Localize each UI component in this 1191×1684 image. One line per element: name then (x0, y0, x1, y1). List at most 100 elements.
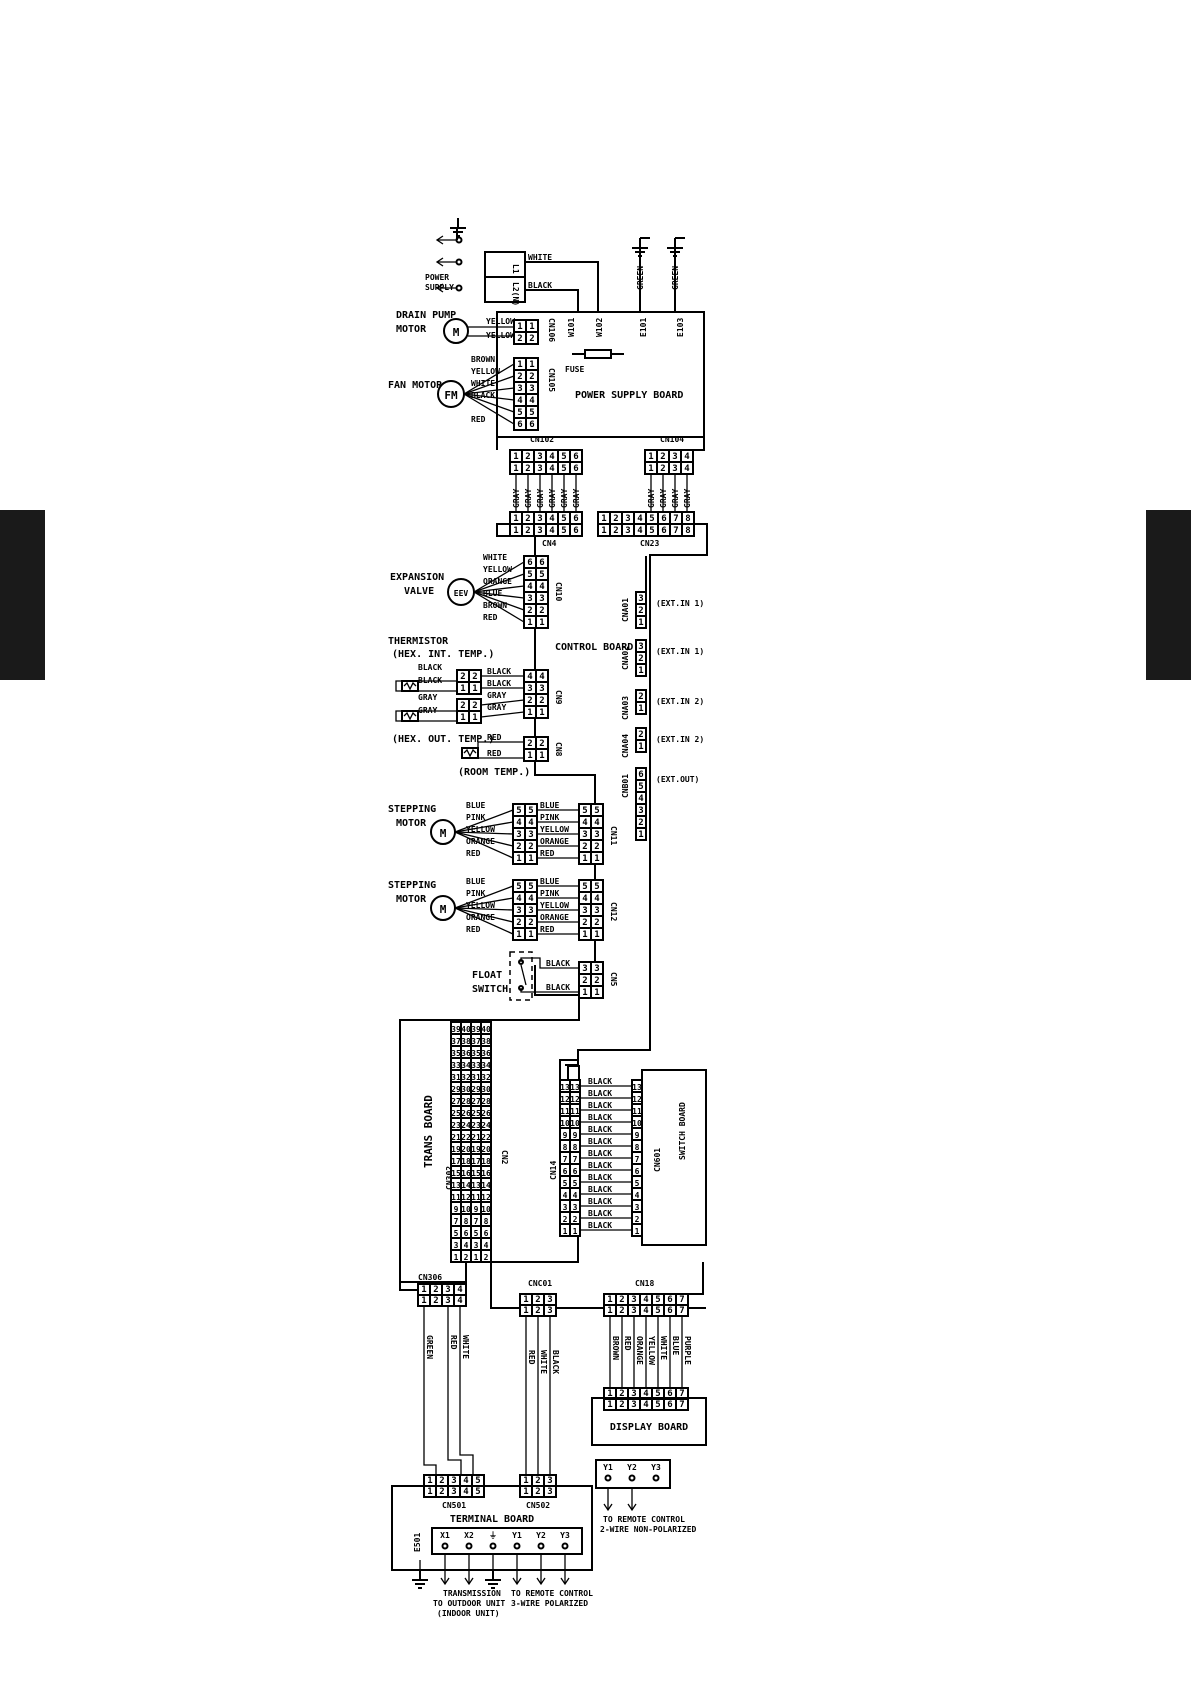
cn4-pin-label: 6 (573, 514, 578, 524)
cn302-pin-label: 38 (461, 1037, 471, 1046)
cnc01-pin-label: 3 (547, 1306, 552, 1316)
cn14-pin-label: 6 (573, 1167, 578, 1176)
cn14-pin-label: 5 (573, 1179, 578, 1188)
cn12-wire (454, 907, 514, 935)
terminal-l2-label: L2(N) (511, 282, 520, 306)
cn18-pin-label: 4 (643, 1306, 649, 1316)
wire-color-label: BLACK (588, 1077, 612, 1086)
cn2-pin-label: 30 (481, 1085, 491, 1094)
stepping-motor-symbol: M (440, 903, 447, 916)
wire-color-label: BLACK (588, 1197, 612, 1206)
cn302-pin-label: 40 (461, 1025, 471, 1034)
display-plug-pin-label: 6 (667, 1400, 672, 1410)
cn306-wire (423, 1306, 437, 1475)
cn2-pin-label: 6 (484, 1229, 489, 1238)
cn2-pin-label: 29 (471, 1085, 481, 1094)
cn23-pin-label: 1 (601, 526, 606, 536)
cn302-pin-label: 3 (454, 1241, 459, 1250)
connector-cn302: CN302 (445, 1166, 454, 1190)
connector-cn12: CN12 (609, 902, 618, 921)
cn302-pin-label: 29 (451, 1085, 461, 1094)
earth-color-label: GREEN (636, 266, 645, 290)
cn14-pin-label: 2 (563, 1215, 568, 1224)
cn2-pin-label: 12 (481, 1193, 491, 1202)
supply-arrow-head (435, 235, 444, 245)
cn14-pin-label: 5 (563, 1179, 568, 1188)
cn5-pin-cell (590, 985, 604, 999)
wire-color-label: ORANGE (540, 837, 569, 846)
cn11-plug-pin-label: 5 (528, 806, 533, 816)
cn10-pin-label: 6 (527, 558, 532, 568)
cn501-pin-label: 4 (463, 1487, 469, 1497)
cn4-pin-label: 1 (513, 514, 518, 524)
cn11-conn-pin-label: 1 (582, 854, 587, 864)
cn102-pin-label: 5 (561, 464, 566, 474)
cn105-pin-label: 1 (529, 360, 534, 370)
cn14-pin-label: 4 (563, 1191, 568, 1200)
cn14-pin-label: 6 (563, 1167, 568, 1176)
ext-conn-pin-label: 3 (638, 594, 643, 604)
cn501-pin-label: 4 (463, 1476, 469, 1486)
cn2-pin-label: 32 (481, 1073, 491, 1082)
thermistor-out-label: (HEX. OUT. TEMP.) (392, 734, 494, 745)
connector-cn102: CN102 (530, 435, 554, 444)
cn14-pin-label: 12 (560, 1095, 570, 1104)
wire-color-label: GRAY (572, 489, 581, 508)
cn4-pin-label: 5 (561, 514, 566, 524)
wire-color-label: GRAY (560, 489, 569, 508)
wire-color-label: RED (527, 1350, 536, 1365)
thermistor-label: THERMISTOR (388, 636, 449, 647)
cn105-pin-label: 6 (517, 420, 522, 430)
thermistor-plug-pin-label: 2 (460, 672, 465, 682)
board-link (693, 437, 705, 451)
remote-3wire-label: 3-WIRE POLARIZED (511, 1599, 588, 1608)
fan-wire (463, 363, 515, 395)
terminal-arrow-head (512, 1577, 522, 1586)
wire-color-label: RED (483, 613, 498, 622)
cn10-pin-label: 5 (527, 570, 532, 580)
cn104-pin-label: 1 (648, 464, 653, 474)
wire-color-label: WHITE (471, 379, 495, 388)
cn2-pin-label: 25 (471, 1109, 481, 1118)
eev-symbol: EEV (454, 589, 469, 598)
cn302-pin-label: 16 (461, 1169, 471, 1178)
black-supply-wire (525, 289, 579, 312)
display-board-label: DISPLAY BOARD (610, 1422, 688, 1433)
cn4-pin-label: 2 (525, 514, 530, 524)
cn9-wire (480, 711, 525, 718)
wire-color-label: RED (623, 1336, 632, 1351)
pin-e103: E103 (676, 318, 685, 337)
power-supply-label: POWER (425, 273, 449, 282)
cn9-wire (480, 699, 525, 706)
pin-w101: W101 (567, 318, 576, 337)
wire-color-label: PURPLE (683, 1336, 692, 1365)
cn5-pin-label: 1 (582, 988, 587, 998)
terminal-arrow-head (560, 1577, 570, 1586)
cn12-plug-pin-label: 3 (516, 906, 521, 916)
cn8-wire (477, 741, 524, 748)
wire-color-label: YELLOW (486, 331, 515, 340)
cn14-pin-label: 8 (563, 1143, 568, 1152)
terminal-label: Y1 (603, 1463, 613, 1472)
cn501-pin-label: 1 (427, 1476, 432, 1486)
cn11-plug-pin-label: 2 (516, 842, 521, 852)
cn102-pin-label: 5 (561, 452, 566, 462)
cn501-pin-label: 3 (451, 1487, 456, 1497)
cn302-pin-label: 15 (451, 1169, 461, 1178)
wire-color-label: RED (466, 925, 481, 934)
cn306-pin-label: 2 (433, 1285, 438, 1295)
cn106-pin-label: 1 (529, 322, 534, 332)
cn302-pin-label: 6 (464, 1229, 469, 1238)
wire-color-label: BROWN (471, 355, 495, 364)
cn302-pin-label: 33 (451, 1061, 461, 1070)
fan-wire (463, 375, 515, 395)
cn2-pin-label: 4 (484, 1241, 489, 1250)
cn9-pin-label: 1 (539, 708, 544, 718)
ext-conn-pin-label: 4 (638, 794, 644, 804)
white-supply-wire (525, 261, 599, 312)
cn302-pin-label: 20 (461, 1145, 471, 1154)
terminal-label: Y2 (627, 1463, 637, 1472)
cn14-pin-label: 4 (573, 1191, 578, 1200)
cn11-plug-pin-label: 3 (516, 830, 521, 840)
switch-board (641, 1069, 707, 1246)
